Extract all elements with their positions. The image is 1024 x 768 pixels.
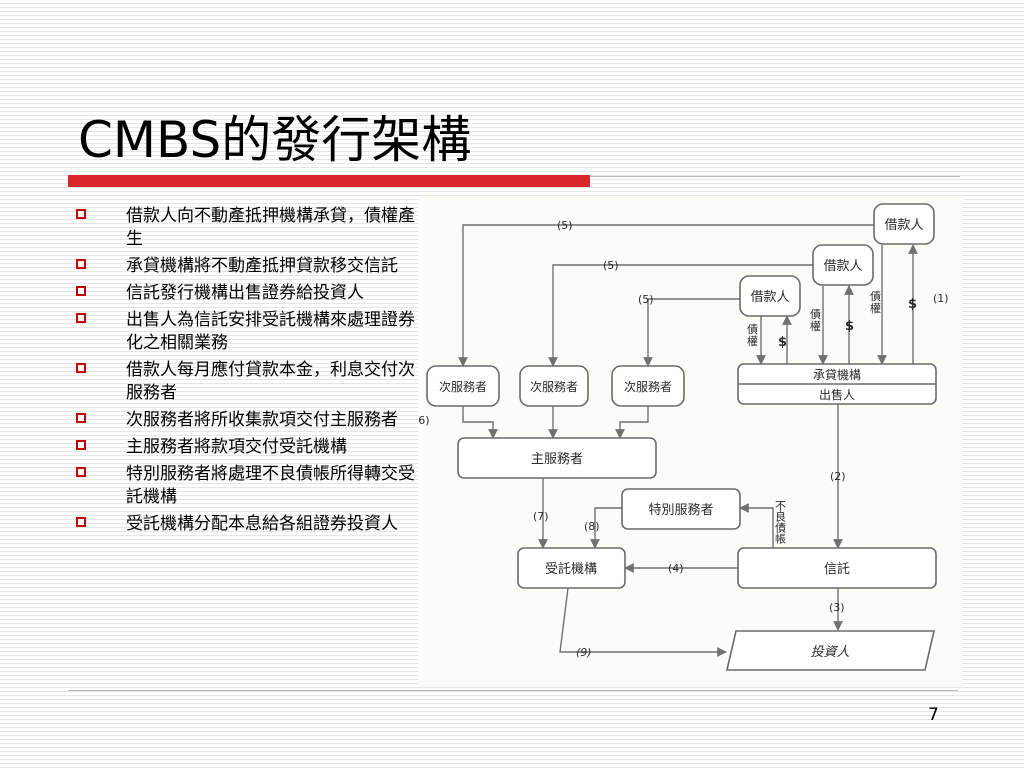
square-bullet-icon [76, 363, 86, 373]
step-1-label: (1) [933, 292, 949, 305]
square-bullet-icon [76, 313, 86, 323]
square-bullet-icon [76, 440, 86, 450]
square-bullet-icon [76, 413, 86, 423]
sub-servicer-node: 次服務者 [519, 365, 589, 407]
lender-label: 承貸機構 [813, 367, 861, 382]
master-servicer-node: 主服務者 [457, 437, 657, 479]
dollar-label: $ [778, 335, 787, 350]
bullet-text: 主服務者將款項交付受託機構 [126, 437, 347, 457]
bullet-item: 主服務者將款項交付受託機構 [76, 436, 416, 459]
bullet-text: 次服務者將所收集款項交付主服務者 [126, 410, 398, 430]
arrow-9 [559, 587, 727, 657]
square-bullet-icon [76, 467, 86, 477]
step-4-label: (4) [668, 562, 684, 575]
sub-servicer-label: 次服務者 [624, 380, 672, 394]
square-bullet-icon [76, 286, 86, 296]
step-5-label: (5) [557, 219, 573, 232]
bullet-text: 借款人向不動產抵押機構承貸，債權產生 [126, 206, 415, 249]
arrow-5-lower [643, 298, 740, 367]
arrow-6-left [462, 406, 498, 439]
borrower-label: 借款人 [884, 218, 923, 233]
diagram-canvas: 借款人 借款人 借款人 次服務者 次服務者 次服務者 承貸機構 出售人 [418, 203, 949, 671]
bullet-item: 受託機構分配本息給各組證券投資人 [76, 513, 416, 536]
claim-label: 債權 [747, 322, 758, 348]
master-servicer-label: 主服務者 [531, 452, 583, 467]
footer-rule [68, 690, 958, 691]
square-bullet-icon [76, 259, 86, 269]
step-2-label: (2) [830, 470, 846, 483]
claim-dollar-labels: 債權 $ 債權 $ 債權 $ 不良債帳 [747, 289, 917, 545]
bullet-text: 信託發行機構出售證券給投資人 [126, 283, 364, 303]
arrow-6-right [615, 406, 649, 439]
bullet-text: 借款人每月應付貸款本金，利息交付次服務者 [126, 360, 415, 403]
trust-label: 信託 [824, 561, 850, 577]
title-underline-gray [590, 176, 960, 177]
trust-node: 信託 [737, 547, 937, 589]
arrow-5-top [458, 224, 874, 367]
bullet-item: 出售人為信託安排受託機構來處理證券化之相關業務 [76, 309, 416, 355]
sub-servicer-label: 次服務者 [439, 380, 487, 394]
borrower-label: 借款人 [750, 290, 789, 305]
step-8-label: (8) [584, 520, 600, 533]
bullet-item: 特別服務者將處理不良債帳所得轉交受託機構 [76, 463, 416, 509]
special-servicer-node: 特別服務者 [621, 488, 741, 530]
borrower-node: 借款人 [739, 275, 801, 317]
bullet-item: 借款人每月應付貸款本金，利息交付次服務者 [76, 359, 416, 405]
bullet-text: 出售人為信託安排受託機構來處理證券化之相關業務 [126, 310, 415, 353]
bullet-text: 特別服務者將處理不良債帳所得轉交受託機構 [126, 464, 415, 507]
lender-seller-node: 承貸機構 出售人 [737, 363, 937, 405]
bullet-list: 借款人向不動產抵押機構承貸，債權產生 承貸機構將不動產抵押貸款移交信託 信託發行… [76, 205, 416, 540]
bullet-text: 承貸機構將不動產抵押貸款移交信託 [126, 256, 398, 276]
step-3-label: (3) [829, 601, 845, 614]
bullet-item: 承貸機構將不動產抵押貸款移交信託 [76, 255, 416, 278]
title-underline-red [68, 175, 590, 187]
claim-label: 債權 [870, 289, 881, 315]
arrow-8 [590, 507, 622, 549]
sub-servicer-node: 次服務者 [426, 365, 500, 407]
bullet-item: 信託發行機構出售證券給投資人 [76, 282, 416, 305]
bullet-item: 次服務者將所收集款項交付主服務者 [76, 409, 416, 432]
square-bullet-icon [76, 209, 86, 219]
arrow-bad-debt [739, 503, 774, 548]
cmbs-structure-diagram: 借款人 借款人 借款人 次服務者 次服務者 次服務者 承貸機構 出售人 [418, 197, 962, 687]
special-servicer-label: 特別服務者 [648, 503, 713, 518]
bullet-text: 受託機構分配本息給各組證券投資人 [126, 514, 398, 534]
claim-label: 債權 [810, 307, 821, 333]
step-9-label: (9) [576, 646, 592, 659]
arrow-5-middle [548, 264, 813, 367]
seller-label: 出售人 [819, 387, 855, 402]
step-7-label: (7) [533, 510, 549, 523]
step-6-label: (6) [418, 414, 430, 427]
page-number: 7 [928, 705, 939, 725]
dollar-label: $ [908, 297, 917, 312]
sub-servicer-node: 次服務者 [611, 365, 685, 407]
borrower-node: 借款人 [873, 203, 935, 245]
trustee-node: 受託機構 [517, 547, 626, 589]
investor-node: 投資人 [725, 630, 936, 671]
borrower-node: 借款人 [812, 244, 874, 286]
slide-title: CMBS的發行架構 [78, 111, 472, 169]
step-5-label: (5) [603, 259, 619, 272]
investor-label: 投資人 [810, 645, 849, 660]
diagram-connectors [458, 224, 918, 657]
bad-debt-label: 不良債帳 [774, 500, 787, 545]
sub-servicer-label: 次服務者 [530, 380, 578, 394]
dollar-label: $ [845, 319, 854, 334]
borrower-label: 借款人 [823, 259, 862, 274]
bullet-item: 借款人向不動產抵押機構承貸，債權產生 [76, 205, 416, 251]
step-5-label: (5) [638, 293, 654, 306]
trustee-label: 受託機構 [545, 561, 597, 577]
square-bullet-icon [76, 517, 86, 527]
step-labels: (5) (5) (5) (1) (6) (2) (7) (8) (4) (3) … [418, 219, 949, 659]
